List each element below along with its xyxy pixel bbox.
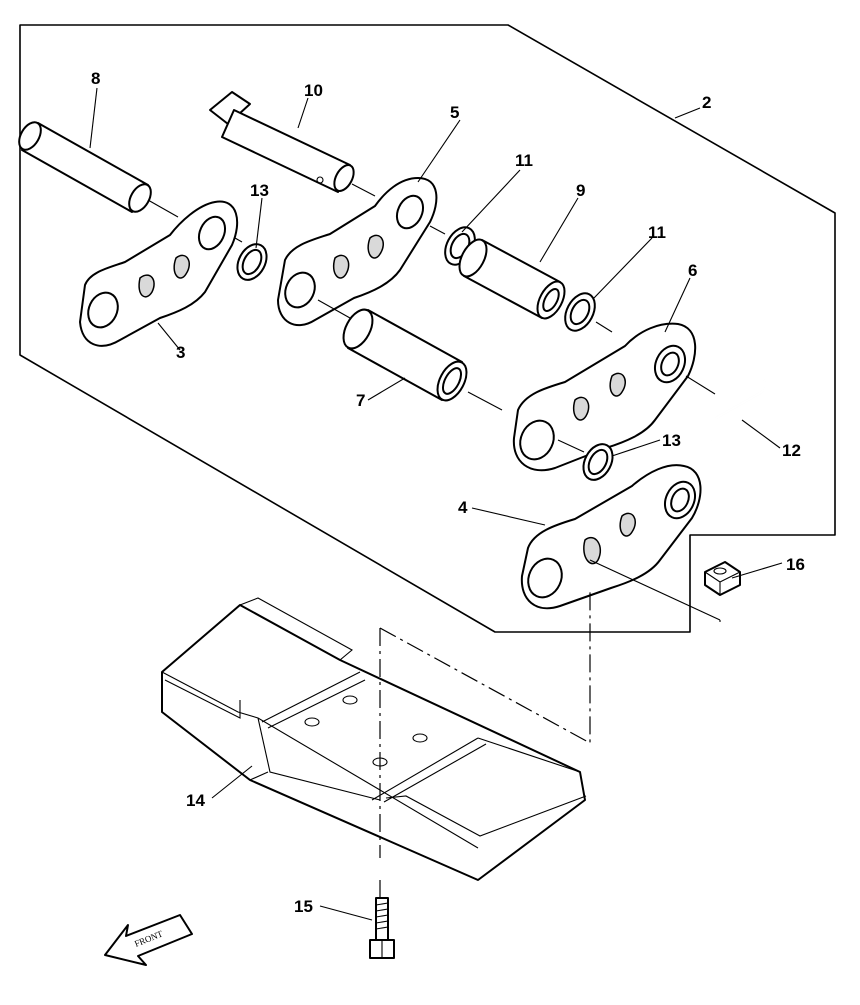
ring-13-top — [236, 243, 268, 281]
callout-9: 9 — [576, 181, 585, 200]
front-arrow: FRONT — [104, 914, 193, 966]
link-5 — [277, 177, 446, 327]
callouts: 8 10 5 2 11 9 11 6 13 3 7 12 13 4 16 14 … — [91, 69, 805, 916]
callout-15: 15 — [294, 897, 313, 916]
assembly-boundary — [19, 24, 836, 633]
master-pin-10 — [209, 91, 376, 197]
nut-16 — [704, 561, 741, 596]
spacer-9 — [458, 238, 566, 320]
seal-11-second — [564, 292, 613, 333]
bolt-15 — [369, 897, 395, 959]
bushing-7 — [342, 308, 503, 411]
callout-3: 3 — [176, 343, 185, 362]
callout-5: 5 — [450, 103, 459, 122]
callout-6: 6 — [688, 261, 697, 280]
callout-13-top: 13 — [250, 181, 269, 200]
link-6 — [512, 322, 716, 472]
callout-12: 12 — [782, 441, 801, 460]
link-4 — [520, 464, 721, 622]
callout-13-bottom: 13 — [662, 431, 681, 450]
pin-8 — [18, 121, 179, 218]
lock-12 — [710, 378, 767, 442]
callout-14: 14 — [186, 791, 205, 810]
leader-lines — [89, 87, 783, 921]
callout-7: 7 — [356, 391, 365, 410]
ring-13-bottom — [557, 439, 614, 481]
alignment-line-b — [379, 590, 591, 745]
callout-2: 2 — [702, 93, 711, 112]
link-3 — [79, 200, 243, 347]
callout-10: 10 — [304, 81, 323, 100]
callout-4: 4 — [458, 498, 468, 517]
callout-16: 16 — [786, 555, 805, 574]
callout-11-top: 11 — [515, 151, 533, 170]
callout-11-second: 11 — [648, 223, 666, 242]
callout-8: 8 — [91, 69, 100, 88]
shoe-14 — [161, 597, 587, 881]
